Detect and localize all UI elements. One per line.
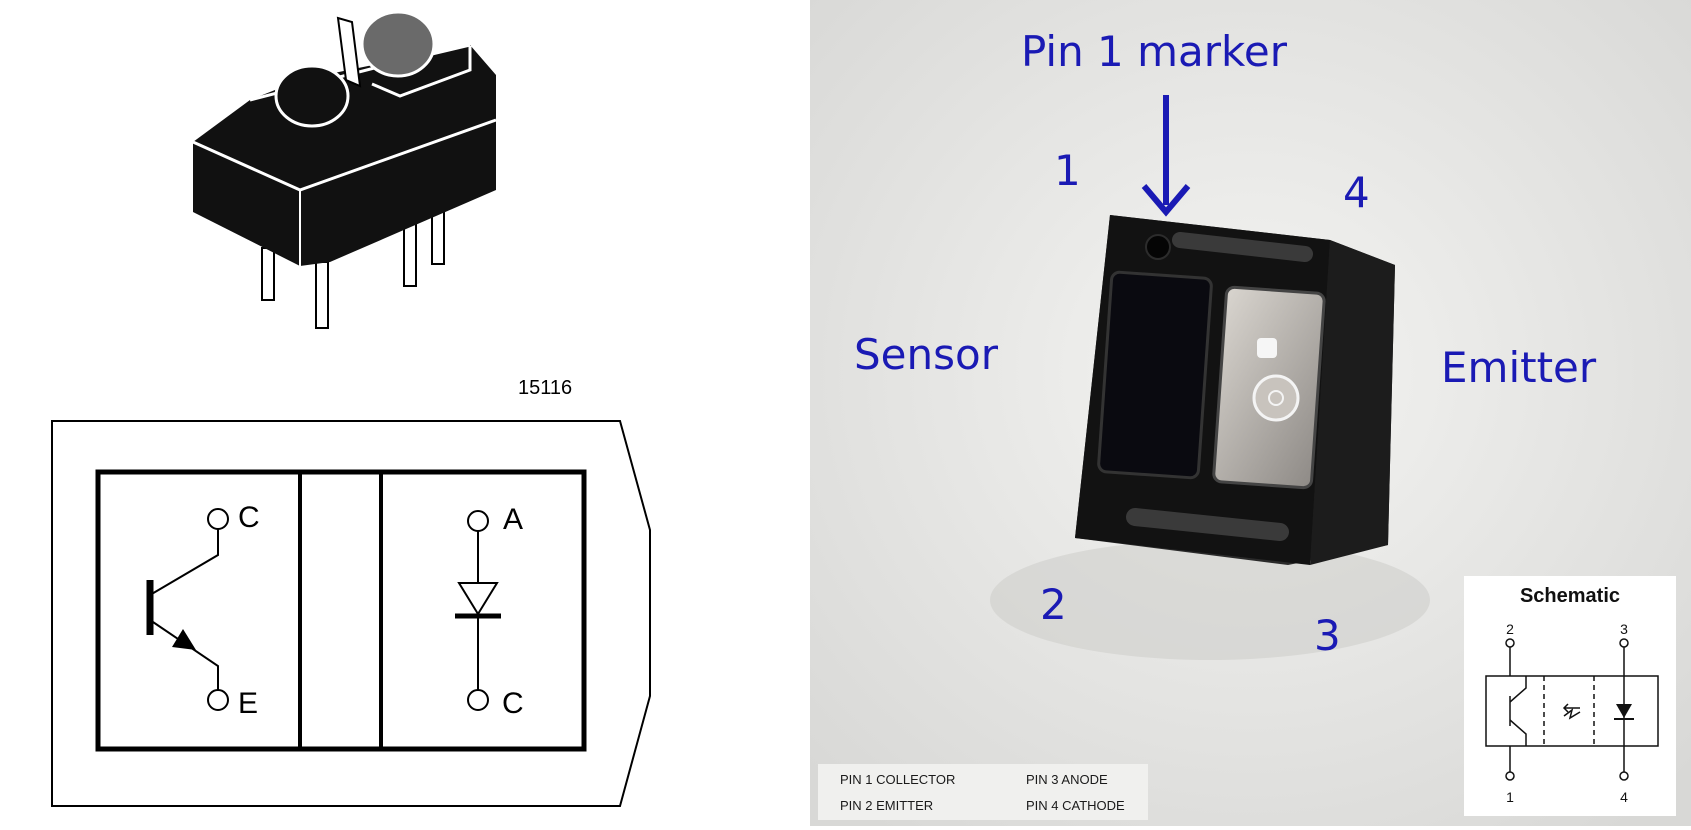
pin1-marker-arrow bbox=[1141, 95, 1191, 217]
pin-label-anode: A bbox=[503, 503, 523, 536]
pin1-marker-label: Pin 1 marker bbox=[1021, 27, 1287, 76]
photo-pin-1-label: 1 bbox=[1054, 146, 1081, 195]
package-3d-drawing bbox=[192, 10, 497, 329]
circuit-symbol bbox=[51, 420, 651, 807]
schematic-pin-3: 3 bbox=[1620, 621, 1628, 637]
pin-list-pin1: PIN 1 COLLECTOR bbox=[840, 772, 956, 787]
sensor-label: Sensor bbox=[854, 330, 998, 379]
schematic-pin-1: 1 bbox=[1506, 789, 1514, 805]
pin-label-emitter: E bbox=[238, 687, 258, 720]
emitter-label: Emitter bbox=[1441, 343, 1597, 392]
part-number: 15116 bbox=[518, 377, 572, 399]
schematic-drawing: Schematic 2 3 1 4 bbox=[1485, 585, 1659, 805]
pin-list-pin4: PIN 4 CATHODE bbox=[1026, 798, 1125, 813]
pin-list-pin3: PIN 3 ANODE bbox=[1026, 772, 1108, 787]
diode-symbol bbox=[455, 510, 501, 711]
schematic-inset: Schematic 2 3 1 4 bbox=[1464, 576, 1676, 816]
pin-list: PIN 1 COLLECTOR PIN 3 ANODE PIN 2 EMITTE… bbox=[818, 764, 1148, 820]
schematic-title: Schematic bbox=[1520, 585, 1620, 607]
schematic-pin-4: 4 bbox=[1620, 789, 1628, 805]
annotated-photo-panel: Pin 1 marker 1 4 2 3 Sensor Emitter PIN … bbox=[810, 0, 1691, 826]
sensor-module bbox=[1075, 215, 1395, 565]
photo-pin-2-label: 2 bbox=[1040, 580, 1067, 629]
datasheet-drawing-panel: 15116 C bbox=[0, 0, 810, 826]
component-photo bbox=[810, 0, 1691, 826]
photo-pin-3-label: 3 bbox=[1314, 611, 1341, 660]
pin-list-pin2: PIN 2 EMITTER bbox=[840, 798, 934, 813]
pin-label-cathode: C bbox=[502, 687, 524, 720]
schematic-pin-2: 2 bbox=[1506, 621, 1514, 637]
phototransistor-symbol bbox=[146, 508, 229, 711]
photo-pin-4-label: 4 bbox=[1343, 168, 1370, 217]
pin-label-collector: C bbox=[238, 501, 260, 534]
datasheet-drawing: 15116 C bbox=[51, 10, 651, 807]
